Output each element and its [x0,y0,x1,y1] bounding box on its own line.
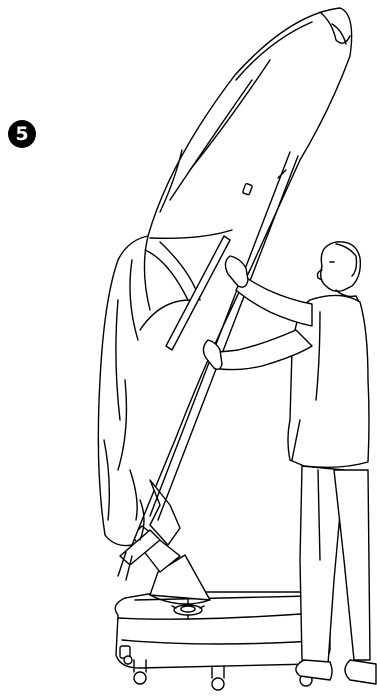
weighted-base [115,592,330,668]
step-number-label: 5 [8,120,36,148]
step-number-badge: 5 [8,120,36,148]
